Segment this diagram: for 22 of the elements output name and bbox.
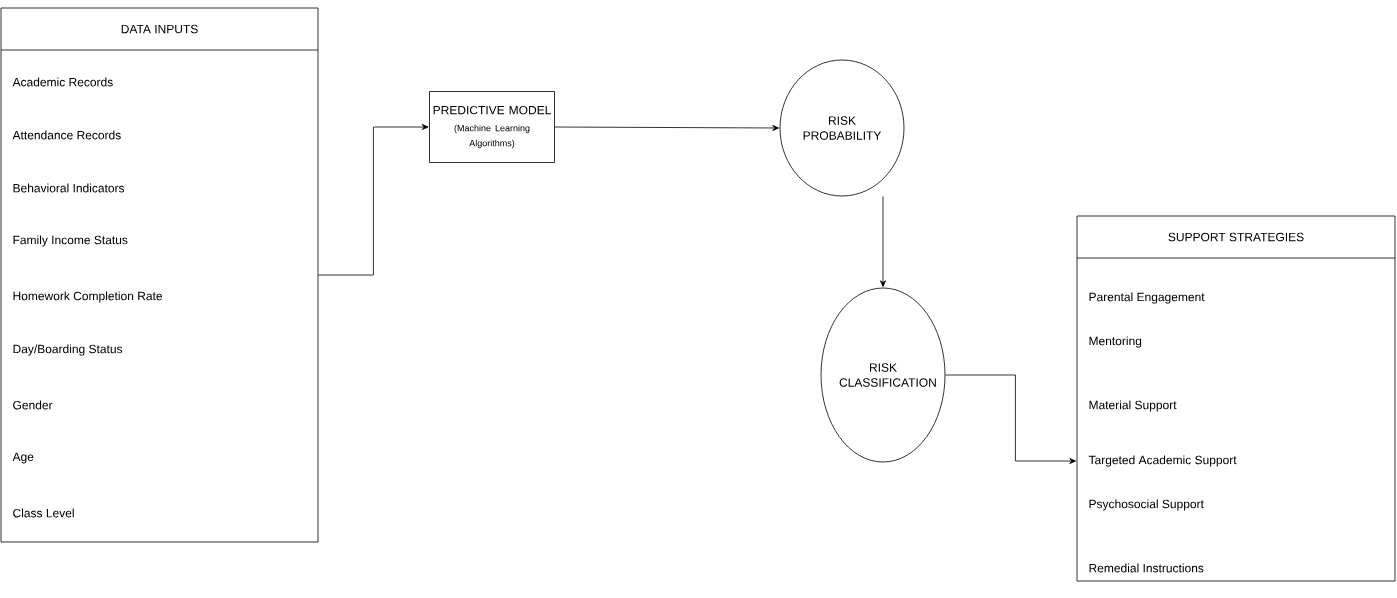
list-item: Remedial Instructions (1089, 563, 1204, 573)
list-item: Homework Completion Rate (13, 291, 162, 303)
list-item: Day/Boarding Status (13, 344, 123, 356)
header-text: SUPPORT STRATEGIES (1168, 232, 1304, 242)
list-item: Attendance Records (12, 130, 121, 140)
list-item: Psychosocial Support (1089, 499, 1204, 511)
arrow (945, 374, 1076, 464)
header-text: DATA INPUTS (121, 24, 198, 34)
list-item: Academic Records (12, 77, 113, 87)
process-box: PREDICTIVE MODEL (Machine Learning Algorithms) (429, 91, 555, 163)
list-item: Material Support (1089, 400, 1177, 412)
list-item: Parental Engagement (1089, 292, 1205, 304)
list-item: Age (12, 452, 34, 464)
list-item: Class Level (13, 508, 74, 518)
arrow (554, 125, 779, 131)
list-item: Family Income Status (13, 235, 128, 247)
list-item: Behavioral Indicators (13, 183, 125, 193)
list-item: Gender (13, 400, 53, 410)
list-item: Mentoring (1089, 336, 1142, 348)
arrow (880, 196, 886, 287)
arrow (318, 124, 429, 276)
list-item: Targeted Academic Support (1088, 455, 1237, 467)
